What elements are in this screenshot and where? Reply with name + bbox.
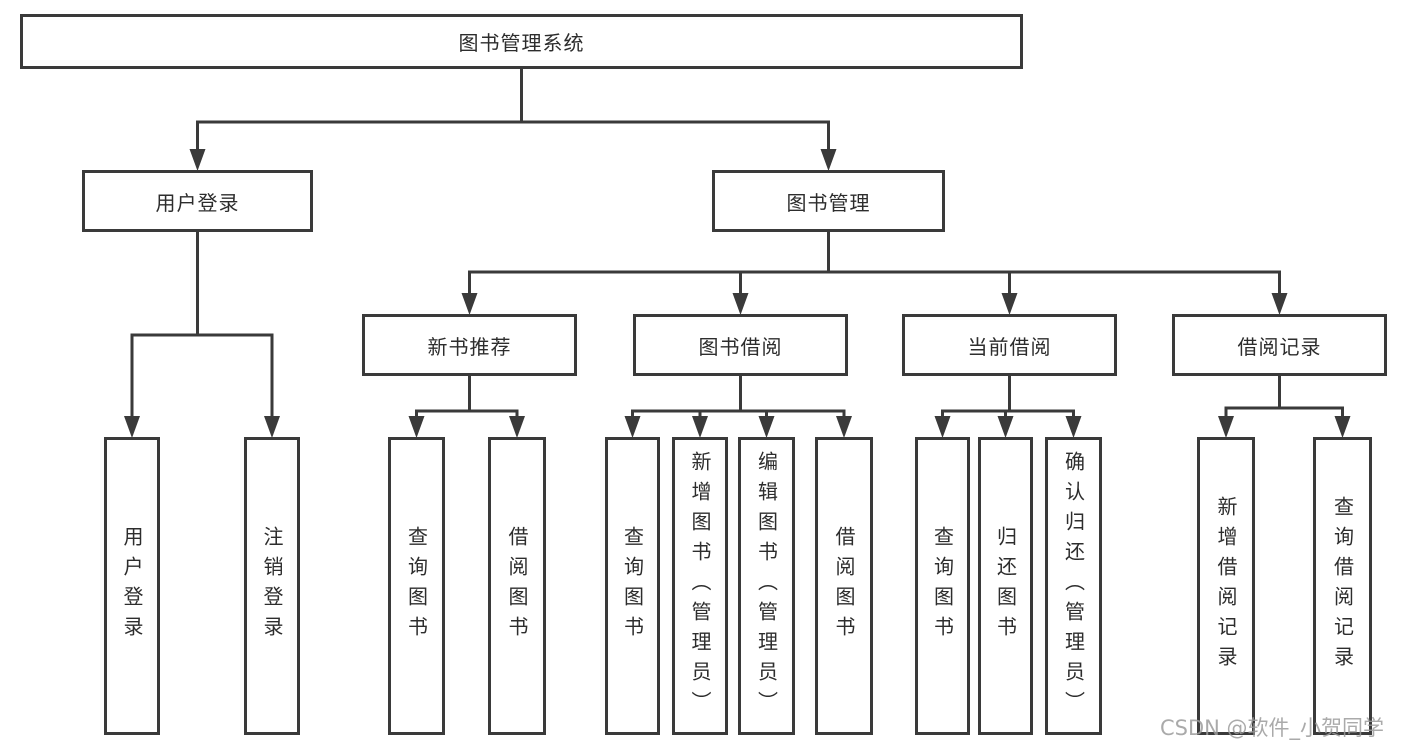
node-book-borrow: 图书借阅 [633,314,848,376]
arrowhead-icon [624,416,641,438]
node-leaf-user-login: 用户登录 [104,437,160,735]
arrowhead-icon [124,416,140,438]
arrowhead-icon [997,416,1014,438]
arrowhead-icon [189,149,206,171]
node-leaf-borrow-book-rec: 借阅图书 [488,437,546,735]
arrowhead-icon [1001,293,1018,315]
node-leaf-query-book-bor: 查询图书 [605,437,660,735]
node-leaf-edit-book-admin: 编辑图书（管理员） [738,437,795,735]
arrowhead-icon [934,416,951,438]
arrowhead-icon [461,293,478,315]
arrowhead-icon [758,416,775,438]
node-book-mgmt: 图书管理 [712,170,945,232]
node-borrow-records: 借阅记录 [1172,314,1387,376]
arrowhead-icon [1334,416,1351,438]
arrowhead-icon [1218,416,1234,438]
arrowhead-icon [509,416,525,438]
node-user-login: 用户登录 [82,170,313,232]
arrowhead-icon [820,149,837,171]
node-leaf-logout: 注销登录 [244,437,300,735]
node-leaf-confirm-return: 确认归还（管理员） [1045,437,1102,735]
arrowhead-icon [836,416,852,438]
arrowhead-icon [408,416,425,438]
node-new-book-rec: 新书推荐 [362,314,577,376]
node-leaf-borrow-book-bor: 借阅图书 [815,437,873,735]
node-leaf-query-book-rec: 查询图书 [388,437,445,735]
node-system: 图书管理系统 [20,14,1023,69]
node-leaf-query-record: 查询借阅记录 [1313,437,1372,735]
node-leaf-add-record: 新增借阅记录 [1197,437,1255,735]
arrowhead-icon [1065,416,1082,438]
arrowhead-icon [692,416,708,438]
arrowhead-icon [264,416,280,438]
node-leaf-return-book: 归还图书 [978,437,1033,735]
node-leaf-query-book-cur: 查询图书 [915,437,970,735]
arrowhead-icon [732,293,749,315]
arrowhead-icon [1271,293,1288,315]
watermark: CSDN @软件_小贺同学 [1160,716,1385,740]
node-leaf-add-book-admin: 新增图书（管理员） [672,437,728,735]
node-current-borrow: 当前借阅 [902,314,1117,376]
